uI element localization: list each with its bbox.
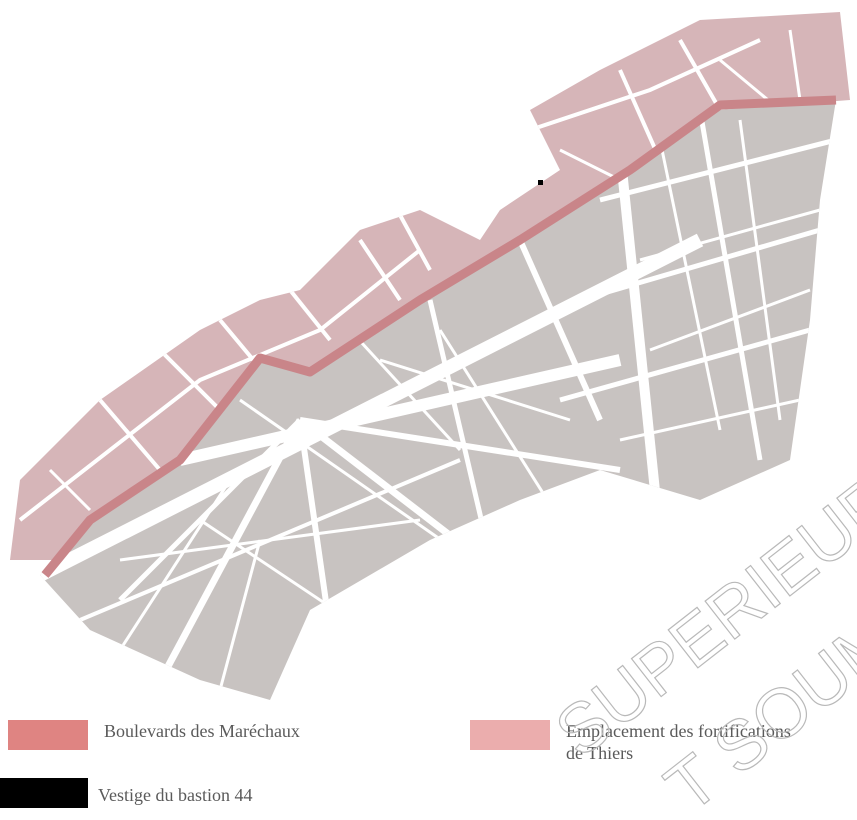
legend-fortifications-line1: Emplacement des fortifications bbox=[566, 721, 791, 741]
legend-bastion: Vestige du bastion 44 bbox=[0, 778, 253, 808]
legend-fortifications-label: Emplacement des fortifications de Thiers bbox=[566, 720, 791, 764]
legend-boulevard-label: Boulevards des Maréchaux bbox=[104, 721, 300, 741]
legend-bastion-swatch bbox=[0, 778, 88, 808]
legend-bastion-label: Vestige du bastion 44 bbox=[98, 785, 253, 805]
district-map bbox=[10, 12, 850, 700]
bastion-marker bbox=[538, 180, 543, 185]
legend-boulevard: Boulevards des Maréchaux bbox=[8, 720, 300, 750]
legend-fortifications-swatch bbox=[470, 720, 550, 750]
fortifications-area bbox=[10, 12, 850, 560]
legend-boulevard-swatch bbox=[8, 720, 88, 750]
legend-fortifications-line2: de Thiers bbox=[566, 743, 634, 763]
boulevard-band bbox=[41, 95, 837, 578]
street-network bbox=[40, 109, 836, 700]
legend-fortifications: Emplacement des fortifications de Thiers bbox=[470, 720, 791, 764]
